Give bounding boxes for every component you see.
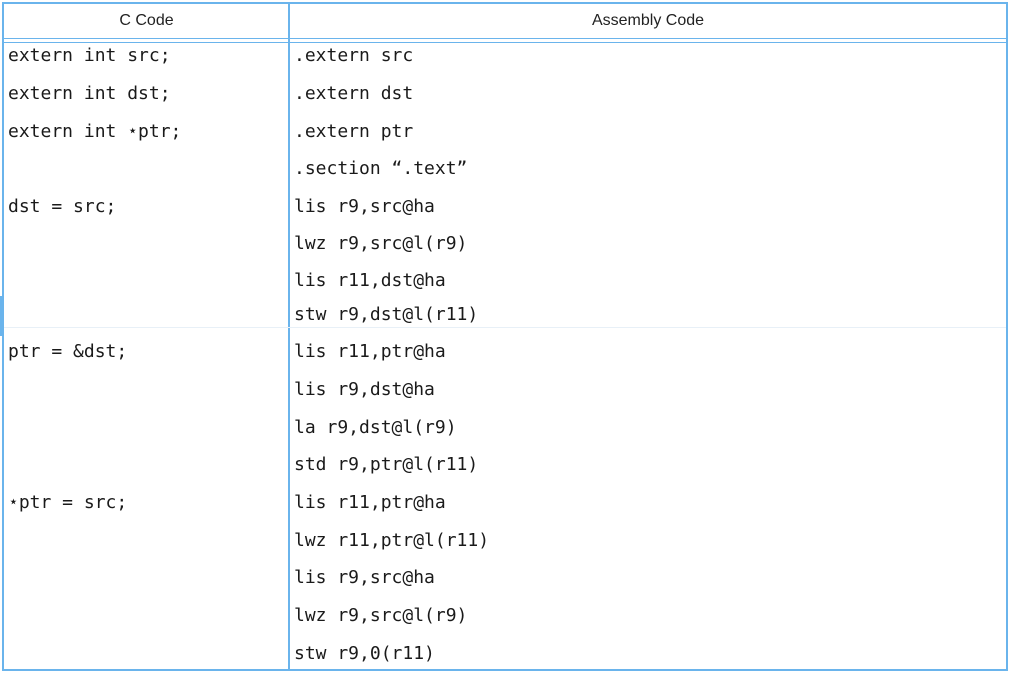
asm-line: lis r9,src@ha bbox=[294, 196, 435, 217]
asm-line: lis r9,src@ha bbox=[294, 567, 435, 588]
asm-line: lis r11,ptr@ha bbox=[294, 492, 446, 513]
asm-line: la r9,dst@l(r9) bbox=[294, 417, 457, 438]
column-divider bbox=[288, 4, 290, 669]
asm-line: stw r9,dst@l(r11) bbox=[294, 304, 479, 325]
asm-line: .section “.text” bbox=[294, 158, 468, 179]
asm-line: lwz r11,ptr@l(r11) bbox=[294, 530, 490, 551]
asm-line: lwz r9,src@l(r9) bbox=[294, 605, 468, 626]
row-group-divider bbox=[4, 327, 1006, 328]
c-line: ptr = &dst; bbox=[8, 341, 128, 362]
c-line: dst = src; bbox=[8, 196, 117, 217]
asm-line: stw r9,0(r11) bbox=[294, 643, 435, 664]
left-edge-mark bbox=[0, 296, 2, 336]
c-line: extern int src; bbox=[8, 45, 171, 66]
c-line: extern int ⋆ptr; bbox=[8, 121, 182, 142]
asm-line: lis r9,dst@ha bbox=[294, 379, 435, 400]
asm-line: lis r11,ptr@ha bbox=[294, 341, 446, 362]
header-assembly-code: Assembly Code bbox=[591, 12, 705, 29]
asm-line: .extern src bbox=[294, 45, 414, 66]
asm-line: .extern ptr bbox=[294, 121, 414, 142]
c-line: extern int dst; bbox=[8, 83, 171, 104]
asm-line: .extern dst bbox=[294, 83, 414, 104]
asm-line: lwz r9,src@l(r9) bbox=[294, 233, 468, 254]
asm-line: std r9,ptr@l(r11) bbox=[294, 454, 479, 475]
c-line: ⋆ptr = src; bbox=[8, 492, 128, 513]
header-c-code: C Code bbox=[119, 12, 174, 29]
asm-line: lis r11,dst@ha bbox=[294, 270, 446, 291]
right-edge-mark bbox=[1006, 296, 1008, 336]
table-header-row: C Code Assembly Code bbox=[4, 4, 1006, 39]
